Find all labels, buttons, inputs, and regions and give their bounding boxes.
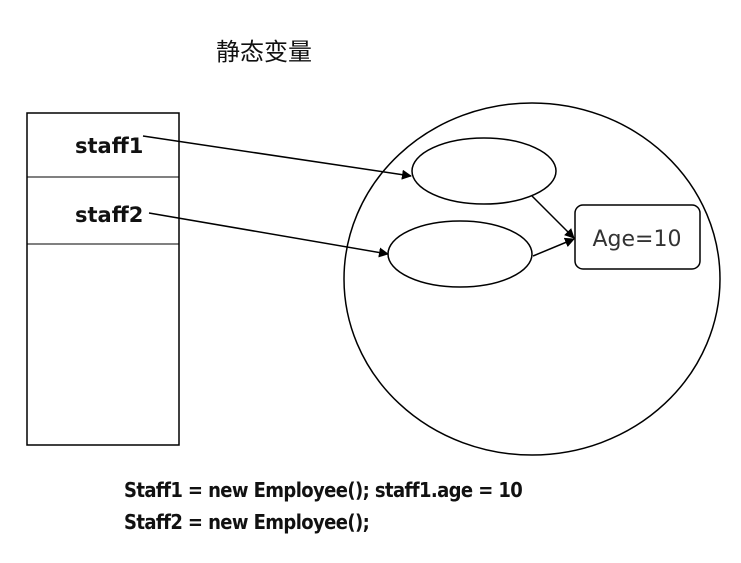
arrow-staff2-to-object bbox=[148, 212, 389, 258]
arrow-staff1-to-object bbox=[142, 135, 412, 180]
heap-area: Age=10 bbox=[343, 102, 721, 456]
object-staff2 bbox=[387, 220, 533, 288]
heap-circle bbox=[343, 102, 721, 456]
stack-label-staff1: staff1 bbox=[75, 134, 143, 158]
object-staff1 bbox=[411, 137, 557, 205]
arrow-object2-to-age bbox=[532, 237, 575, 257]
reference-arrows bbox=[142, 135, 575, 258]
code-line-1: Staff1 = new Employee(); staff1.age = 10 bbox=[124, 478, 523, 502]
stack-box: staff1 staff2 bbox=[26, 112, 180, 446]
diagram-title: 静态变量 bbox=[216, 38, 312, 66]
code-line-2: Staff2 = new Employee(); bbox=[124, 510, 370, 534]
stack-label-staff2: staff2 bbox=[75, 203, 143, 227]
arrow-object1-to-age bbox=[531, 195, 575, 239]
static-age-label: Age=10 bbox=[593, 227, 682, 252]
static-age-box bbox=[574, 204, 701, 270]
